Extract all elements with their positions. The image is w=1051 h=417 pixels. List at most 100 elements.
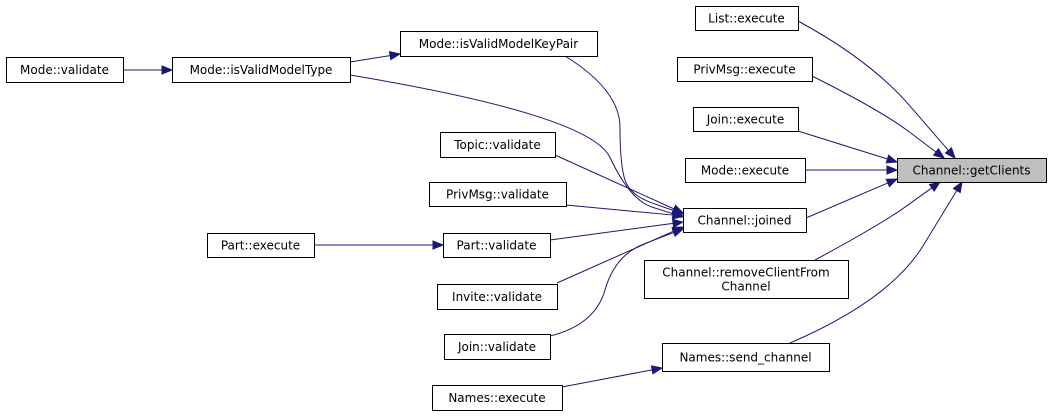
- node-mode-isvalidmodeltype[interactable]: Mode::isValidModelType: [172, 57, 351, 83]
- edge-line: [805, 182, 889, 219]
- nodes-layer: Channel::getClients List::executePrivMsg:…: [6, 6, 1047, 411]
- node-box: [695, 6, 799, 31]
- node-box: [437, 284, 558, 310]
- edge-topic_validate-to-channel_joined: [554, 154, 685, 214]
- node-label: Join::execute: [706, 113, 784, 127]
- node-box: [172, 57, 351, 83]
- edge-line: [564, 55, 674, 212]
- arrowhead-icon: [672, 210, 685, 220]
- arrowhead-icon: [432, 240, 445, 250]
- edge-channel_joined-to-channel_getclients: [805, 178, 899, 219]
- node-channel-getclients[interactable]: Channel::getClients: [897, 158, 1047, 183]
- edge-names_execute-to-names_send_channel: [561, 365, 664, 388]
- edge-line: [797, 130, 888, 160]
- node-part-execute[interactable]: Part::execute: [207, 233, 315, 258]
- arrowhead-icon: [650, 365, 664, 375]
- edge-line: [561, 369, 653, 388]
- node-topic-validate[interactable]: Topic::validate: [440, 132, 556, 158]
- node-label: List::execute: [708, 12, 785, 26]
- node-label: Mode::isValidModelKeyPair: [419, 37, 578, 51]
- edge-channel_removeclient-to-channel_getclients: [814, 181, 942, 261]
- edge-line: [549, 222, 674, 241]
- arrowhead-icon: [886, 165, 899, 175]
- edge-part_validate-to-channel_joined: [549, 218, 685, 241]
- edge-line: [789, 190, 958, 344]
- node-box: [662, 343, 830, 372]
- edge-join_execute-to-channel_getclients: [797, 130, 899, 164]
- edge-line: [349, 74, 674, 215]
- node-label: Part::execute: [221, 239, 300, 253]
- node-box: [432, 385, 563, 411]
- node-label: PrivMsg::execute: [693, 63, 795, 77]
- node-box: [443, 233, 551, 258]
- edge-line: [549, 232, 674, 337]
- node-label: Channel::getClients: [912, 164, 1030, 178]
- arrowhead-icon: [885, 154, 899, 164]
- edge-privmsg_execute-to-channel_getclients: [811, 75, 946, 159]
- arrowhead-icon: [928, 181, 942, 192]
- edge-line: [565, 204, 674, 216]
- edge-line: [797, 20, 949, 151]
- node-names-execute[interactable]: Names::execute: [432, 385, 563, 411]
- edge-mode_validate-to-mode_isvalidmodeltype: [123, 65, 174, 75]
- edge-line: [349, 55, 391, 63]
- node-mode-execute[interactable]: Mode::execute: [685, 158, 806, 183]
- node-label: Topic::validate: [453, 138, 540, 152]
- edge-privmsg_validate-to-channel_joined: [565, 204, 685, 220]
- edge-line: [554, 154, 675, 210]
- node-box: [207, 233, 315, 258]
- arrowhead-icon: [885, 178, 899, 188]
- node-label: Channel::removeClientFrom: [662, 266, 829, 280]
- arrowhead-icon: [671, 228, 685, 238]
- arrowhead-icon: [932, 147, 946, 159]
- node-box: [400, 31, 598, 57]
- node-names-send-channel[interactable]: Names::send_channel: [662, 343, 830, 372]
- node-label: Mode::execute: [701, 164, 789, 178]
- node-box: [677, 57, 813, 82]
- edge-part_execute-to-part_validate: [314, 240, 445, 250]
- node-label: PrivMsg::validate: [446, 188, 549, 202]
- node-label: Mode::isValidModelType: [190, 63, 333, 77]
- node-box: [683, 208, 807, 233]
- node-mode-validate[interactable]: Mode::validate: [6, 57, 124, 83]
- arrowhead-icon: [388, 50, 402, 61]
- node-label: Channel: [721, 280, 770, 294]
- node-invite-validate[interactable]: Invite::validate: [437, 284, 558, 310]
- node-box: [444, 334, 551, 360]
- node-box: [644, 260, 849, 299]
- edge-list_execute-to-channel_getclients: [797, 20, 956, 160]
- edge-mode_isvalidmodeltype-to-mode_isvalidmodelkeypair: [349, 50, 402, 63]
- node-privmsg-validate[interactable]: PrivMsg::validate: [429, 182, 567, 207]
- edge-mode_isvalidmodelkeypair-to-channel_joined: [564, 55, 685, 215]
- node-label: Invite::validate: [452, 290, 542, 304]
- node-box: [685, 158, 806, 183]
- node-channel-joined[interactable]: Channel::joined: [683, 208, 807, 233]
- arrowhead-icon: [161, 65, 174, 75]
- arrowhead-icon: [671, 218, 685, 229]
- node-label: Part::validate: [457, 239, 537, 253]
- node-label: Join::validate: [457, 340, 536, 354]
- edge-line: [811, 75, 937, 153]
- edges-layer: [123, 20, 963, 388]
- node-label: Mode::validate: [20, 63, 109, 77]
- node-join-validate[interactable]: Join::validate: [444, 334, 551, 360]
- edge-names_send_channel-to-channel_getclients: [789, 180, 963, 344]
- node-box: [897, 158, 1047, 183]
- node-box: [429, 182, 567, 207]
- edge-mode_execute-to-channel_getclients: [805, 165, 899, 175]
- node-mode-isvalidmodelkeypair[interactable]: Mode::isValidModelKeyPair: [400, 31, 598, 57]
- node-privmsg-execute[interactable]: PrivMsg::execute: [677, 57, 813, 82]
- node-label: Channel::joined: [698, 214, 792, 228]
- node-list-execute[interactable]: List::execute: [695, 6, 799, 31]
- node-join-execute[interactable]: Join::execute: [693, 107, 799, 132]
- arrowhead-icon: [952, 180, 963, 194]
- node-box: [6, 57, 124, 83]
- edge-line: [814, 187, 933, 261]
- node-box: [440, 132, 556, 158]
- node-label: Names::send_channel: [679, 351, 811, 365]
- node-part-validate[interactable]: Part::validate: [443, 233, 551, 258]
- node-label: Names::execute: [448, 391, 545, 405]
- edge-join_validate-to-channel_joined: [549, 228, 685, 337]
